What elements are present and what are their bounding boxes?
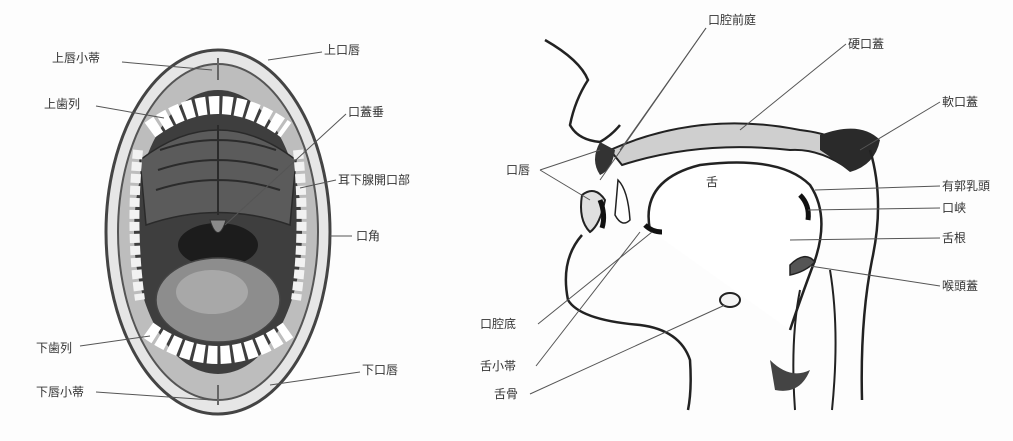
label-parotid-duct-opening: 耳下腺開口部 — [338, 172, 410, 187]
label-circumvallate-papillae: 有郭乳頭 — [942, 179, 990, 193]
label-soft-palate: 軟口蓋 — [942, 94, 978, 109]
label-tongue-root: 舌根 — [942, 231, 966, 245]
front-view-mouth — [106, 50, 330, 414]
label-lower-lip: 下口唇 — [362, 363, 398, 377]
side-view-section — [545, 40, 880, 410]
tongue-highlight — [176, 270, 248, 314]
chin-outline — [566, 235, 691, 410]
label-hyoid: 舌骨 — [494, 387, 518, 401]
label-tongue-frenulum: 舌小帯 — [480, 359, 516, 373]
label-lower-lip-frenulum: 下唇小蒂 — [36, 385, 84, 399]
larynx-dark — [770, 360, 810, 391]
lower-teeth-side — [615, 180, 630, 223]
label-tongue: 舌 — [706, 175, 718, 189]
label-oral-vestibule: 口腔前庭 — [708, 12, 756, 27]
label-upper-lip: 上口唇 — [324, 43, 360, 57]
label-mouth-corner: 口角 — [356, 229, 380, 243]
label-upper-dentition: 上歯列 — [44, 97, 80, 111]
label-epiglottis: 喉頭蓋 — [942, 279, 978, 293]
face-outline-upper — [545, 40, 620, 142]
upper-lip-side — [595, 142, 615, 175]
label-lips: 口唇 — [506, 163, 530, 177]
larynx-outline — [793, 270, 835, 410]
label-upper-lip-frenulum: 上唇小蒂 — [52, 51, 100, 65]
label-uvula: 口蓋垂 — [348, 105, 384, 119]
label-hard-palate: 硬口蓋 — [848, 37, 884, 51]
label-lower-dentition: 下歯列 — [36, 341, 72, 355]
label-fauces: 口峡 — [942, 201, 966, 215]
label-oral-floor: 口腔底 — [480, 316, 516, 331]
hyoid-bone — [720, 293, 740, 307]
